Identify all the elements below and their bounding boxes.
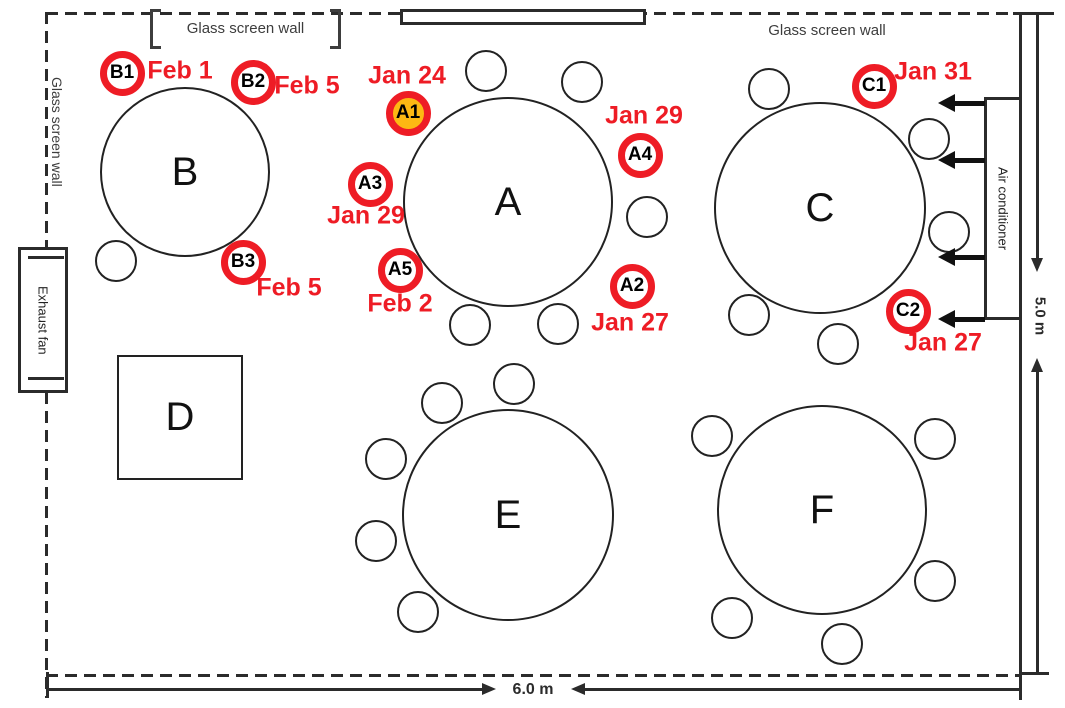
empty-seat-table-A <box>626 196 668 238</box>
patient-seat-C2: C2 <box>885 288 931 334</box>
empty-seat-table-E <box>493 363 535 405</box>
patient-seat-C1: C1 <box>851 63 897 109</box>
empty-seat-table-F <box>691 415 733 457</box>
patient-seat-B3: B3 <box>220 239 266 285</box>
onset-date-label-B3: Feb 5 <box>256 273 322 302</box>
empty-seat-table-E <box>397 591 439 633</box>
onset-date-label-C1: Jan 31 <box>894 57 972 86</box>
airflow-arrow-shaft <box>952 100 985 106</box>
width-dim-line-right <box>585 688 1021 691</box>
patient-seat-B2: B2 <box>230 59 276 105</box>
airflow-arrow-shaft <box>952 316 985 322</box>
glass-wall-bracket-left <box>150 9 161 49</box>
exhaust-fan-vent-bottom <box>28 377 64 380</box>
table-label-B: B <box>171 149 199 194</box>
airflow-arrow-icon <box>938 248 955 266</box>
empty-seat-table-F <box>821 623 863 665</box>
empty-seat-table-C <box>728 294 770 336</box>
table-B: B <box>100 87 270 257</box>
table-label-D: D <box>165 394 195 439</box>
empty-seat-table-A <box>465 50 507 92</box>
exhaust-fan-label: Exhaust fan <box>35 285 51 355</box>
airflow-arrow-icon <box>938 310 955 328</box>
empty-seat-table-B <box>95 240 137 282</box>
empty-seat-table-E <box>365 438 407 480</box>
table-E: E <box>402 409 614 621</box>
onset-date-label-A1: Jan 24 <box>368 61 446 90</box>
top-wall-panel <box>400 9 646 25</box>
exhaust-fan: Exhaust fan <box>18 247 68 393</box>
width-dimension-label: 6.0 m <box>512 681 554 698</box>
empty-seat-table-C <box>928 211 970 253</box>
height-dim-arrow-down-icon <box>1031 258 1043 272</box>
empty-seat-table-E <box>421 382 463 424</box>
height-dim-tick-bottom <box>1022 672 1049 675</box>
patient-seat-A4: A4 <box>617 132 663 178</box>
table-label-C: C <box>805 185 835 230</box>
onset-date-label-C2: Jan 27 <box>904 328 982 357</box>
width-dim-arrow-left-icon <box>571 683 585 695</box>
airflow-arrow-shaft <box>952 157 985 163</box>
airflow-arrow-icon <box>938 94 955 112</box>
air-conditioner: Air conditioner <box>984 97 1022 320</box>
empty-seat-table-A <box>537 303 579 345</box>
empty-seat-table-C <box>748 68 790 110</box>
table-label-F: F <box>809 487 835 532</box>
glass-wall-bottom-line <box>46 674 1022 677</box>
exhaust-fan-vent-top <box>28 256 64 259</box>
empty-seat-table-A <box>449 304 491 346</box>
air-conditioner-label: Air conditioner <box>995 166 1011 251</box>
table-C: C <box>714 102 926 314</box>
height-dim-arrow-up-icon <box>1031 358 1043 372</box>
glass-wall-label-left: Glass screen wall <box>49 77 65 187</box>
table-label-A: A <box>494 179 522 224</box>
glass-wall-label-top-right: Glass screen wall <box>768 22 886 39</box>
height-dim-line-upper <box>1036 13 1039 260</box>
onset-date-label-B1: Feb 1 <box>147 56 213 85</box>
width-dim-tick-left <box>46 672 49 698</box>
width-dim-line-left <box>48 688 482 691</box>
onset-date-label-A3: Jan 29 <box>327 201 405 230</box>
height-dim-tick-top <box>1013 12 1054 15</box>
empty-seat-table-E <box>355 520 397 562</box>
table-D: D <box>117 354 243 480</box>
empty-seat-table-F <box>711 597 753 639</box>
patient-seat-A3: A3 <box>347 161 393 207</box>
onset-date-label-A2: Jan 27 <box>591 308 669 337</box>
onset-date-label-A5: Feb 2 <box>367 289 433 318</box>
airflow-arrow-shaft <box>952 254 985 260</box>
glass-wall-label-top-left: Glass screen wall <box>186 20 305 37</box>
table-F: F <box>717 405 927 615</box>
patient-seat-B1: B1 <box>99 50 145 96</box>
patient-seat-A5: A5 <box>377 247 423 293</box>
empty-seat-table-A <box>561 61 603 103</box>
empty-seat-table-C <box>817 323 859 365</box>
empty-seat-table-F <box>914 560 956 602</box>
width-dim-arrow-right-icon <box>482 683 496 695</box>
glass-wall-bracket-right <box>330 9 341 49</box>
patient-seat-A1: A1 <box>385 90 431 136</box>
height-dimension-label: 5.0 m <box>1031 296 1049 336</box>
table-label-E: E <box>494 492 522 537</box>
onset-date-label-B2: Feb 5 <box>274 71 340 100</box>
patient-seat-A2: A2 <box>609 263 655 309</box>
onset-date-label-A4: Jan 29 <box>605 101 683 130</box>
right-wall-line <box>1019 12 1022 700</box>
airflow-arrow-icon <box>938 151 955 169</box>
empty-seat-table-F <box>914 418 956 460</box>
table-A: A <box>403 97 613 307</box>
height-dim-line-lower <box>1036 372 1039 673</box>
